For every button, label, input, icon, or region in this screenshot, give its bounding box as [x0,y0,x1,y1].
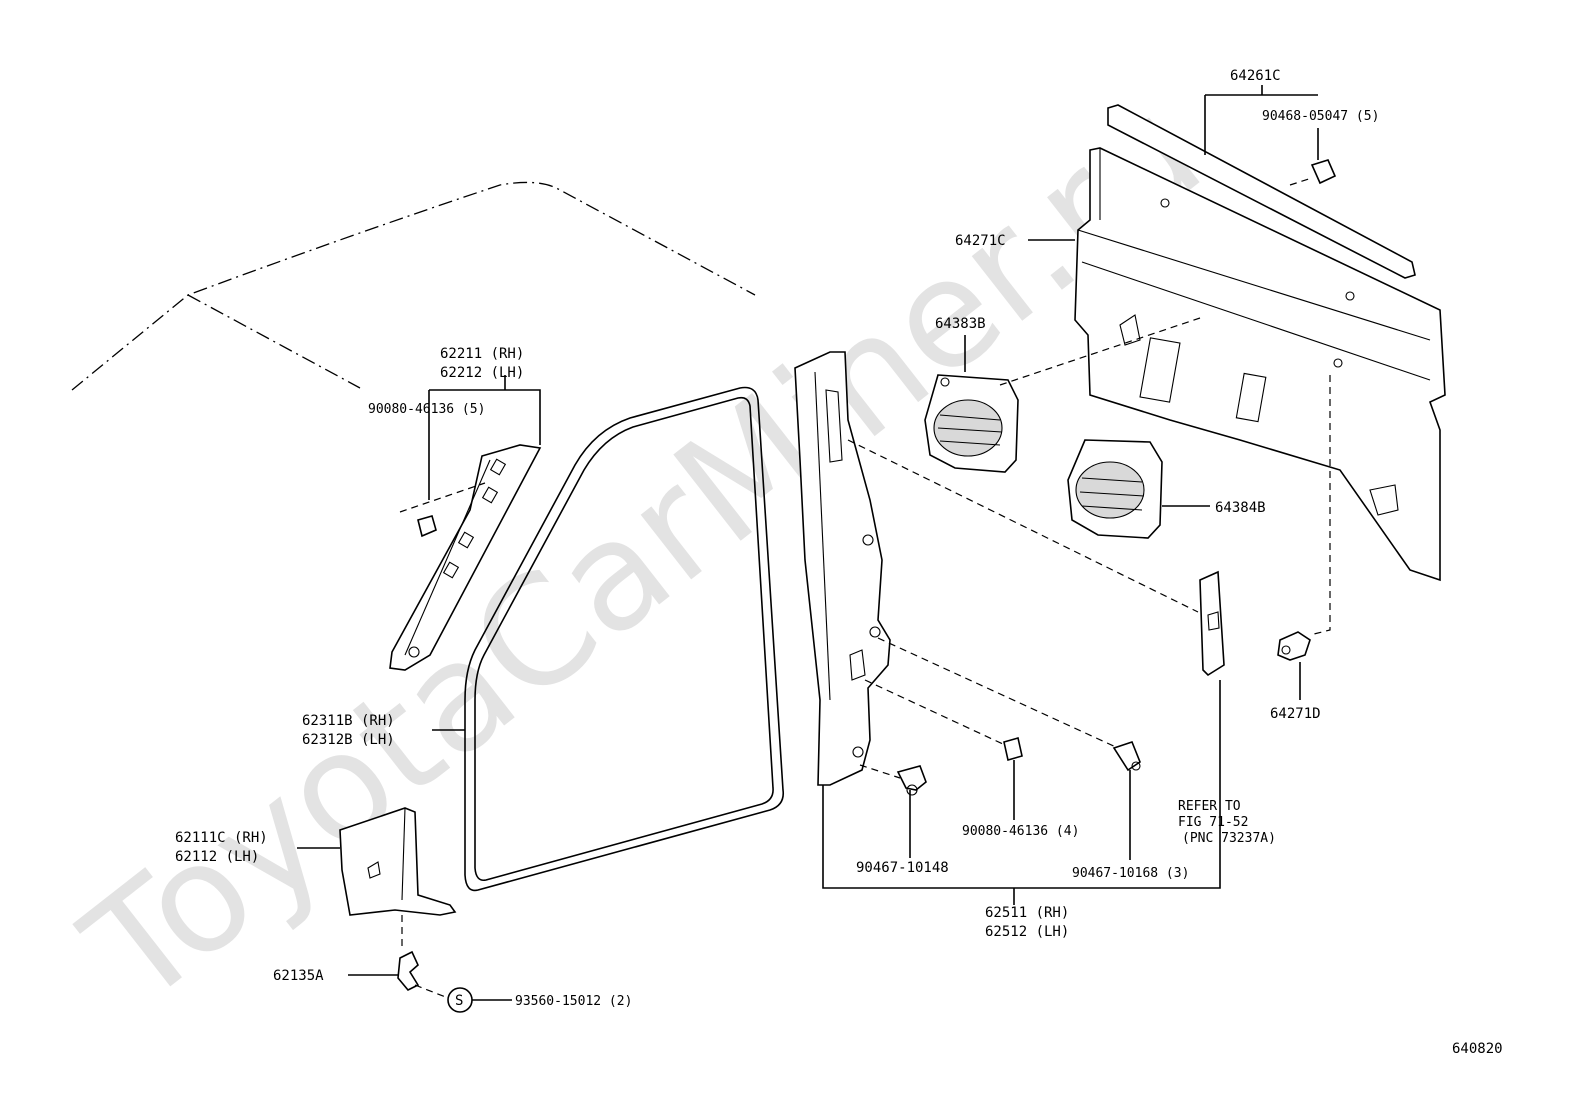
diagram-id: 640820 [1452,1041,1503,1057]
clip-90467-10168 [1112,741,1141,772]
label-62511: 62511 (RH) [985,905,1069,921]
leader-pillar-to-clip-a [864,679,1006,746]
clip-90080-upper [417,515,437,538]
label-90467-10168: 90467-10168 (3) [1072,866,1189,881]
upper-strip-64261C [1107,104,1416,279]
leader-screw [414,984,449,999]
label-62111C: 62111C (RH) [175,830,268,846]
label-64271D: 64271D [1270,706,1321,722]
label-refer-line3: (PNC 73237A) [1182,831,1276,846]
label-90080-lower: 90080-46136 (4) [962,824,1079,839]
a-pillar-garnish [389,444,542,671]
speaker-64384B [1067,439,1163,539]
label-64261C: 64261C [1230,68,1281,84]
leader-62511-bracket [822,680,1221,889]
label-90467-10148: 90467-10148 [856,860,949,876]
clip-90468 [1310,159,1337,185]
label-62112: 62112 (LH) [175,849,259,865]
label-refer-line2: FIG 71-52 [1178,815,1248,830]
clip-90080-lower [1003,736,1023,762]
cowl-side-trim [339,807,457,916]
trim-piece-refer [1199,570,1225,677]
speaker-64383B [924,374,1019,473]
center-pillar-garnish [794,351,891,786]
clip-90467-10148 [896,765,927,796]
label-62135A: 62135A [273,968,324,984]
roof-outline [71,181,756,391]
label-62512: 62512 (LH) [985,924,1069,940]
door-weatherstrip [464,386,785,892]
label-62312B: 62312B (LH) [302,732,395,748]
rear-panel-trim [1074,147,1446,582]
clip-64271D [1277,631,1311,661]
leader-90468-dash [1289,177,1313,186]
label-90080-upper: 90080-46136 (5) [368,402,485,417]
label-64383B: 64383B [935,316,986,332]
watermark: ToyotaCarMiner.ru [54,65,1232,1039]
leader-pillar-to-refer [847,439,1199,613]
label-64384B: 64384B [1215,500,1266,516]
label-93560: 93560-15012 (2) [515,994,632,1009]
leader-64271D-dash [1309,375,1331,636]
label-90468: 90468-05047 (5) [1262,109,1379,124]
label-refer-line1: REFER TO [1178,799,1241,814]
label-62311B: 62311B (RH) [302,713,395,729]
s-symbol-label: S [455,993,463,1009]
label-64271C: 64271C [955,233,1006,249]
leader-pillar-to-pin [859,764,901,779]
clip-62135A [397,950,420,991]
leader-62211 [428,375,541,500]
leader-64261C [1204,85,1318,155]
leader-a-pillar-clip [399,482,486,513]
leader-pillar-to-clip-b [877,637,1119,749]
label-62212: 62212 (LH) [440,365,524,381]
label-62211: 62211 (RH) [440,346,524,362]
